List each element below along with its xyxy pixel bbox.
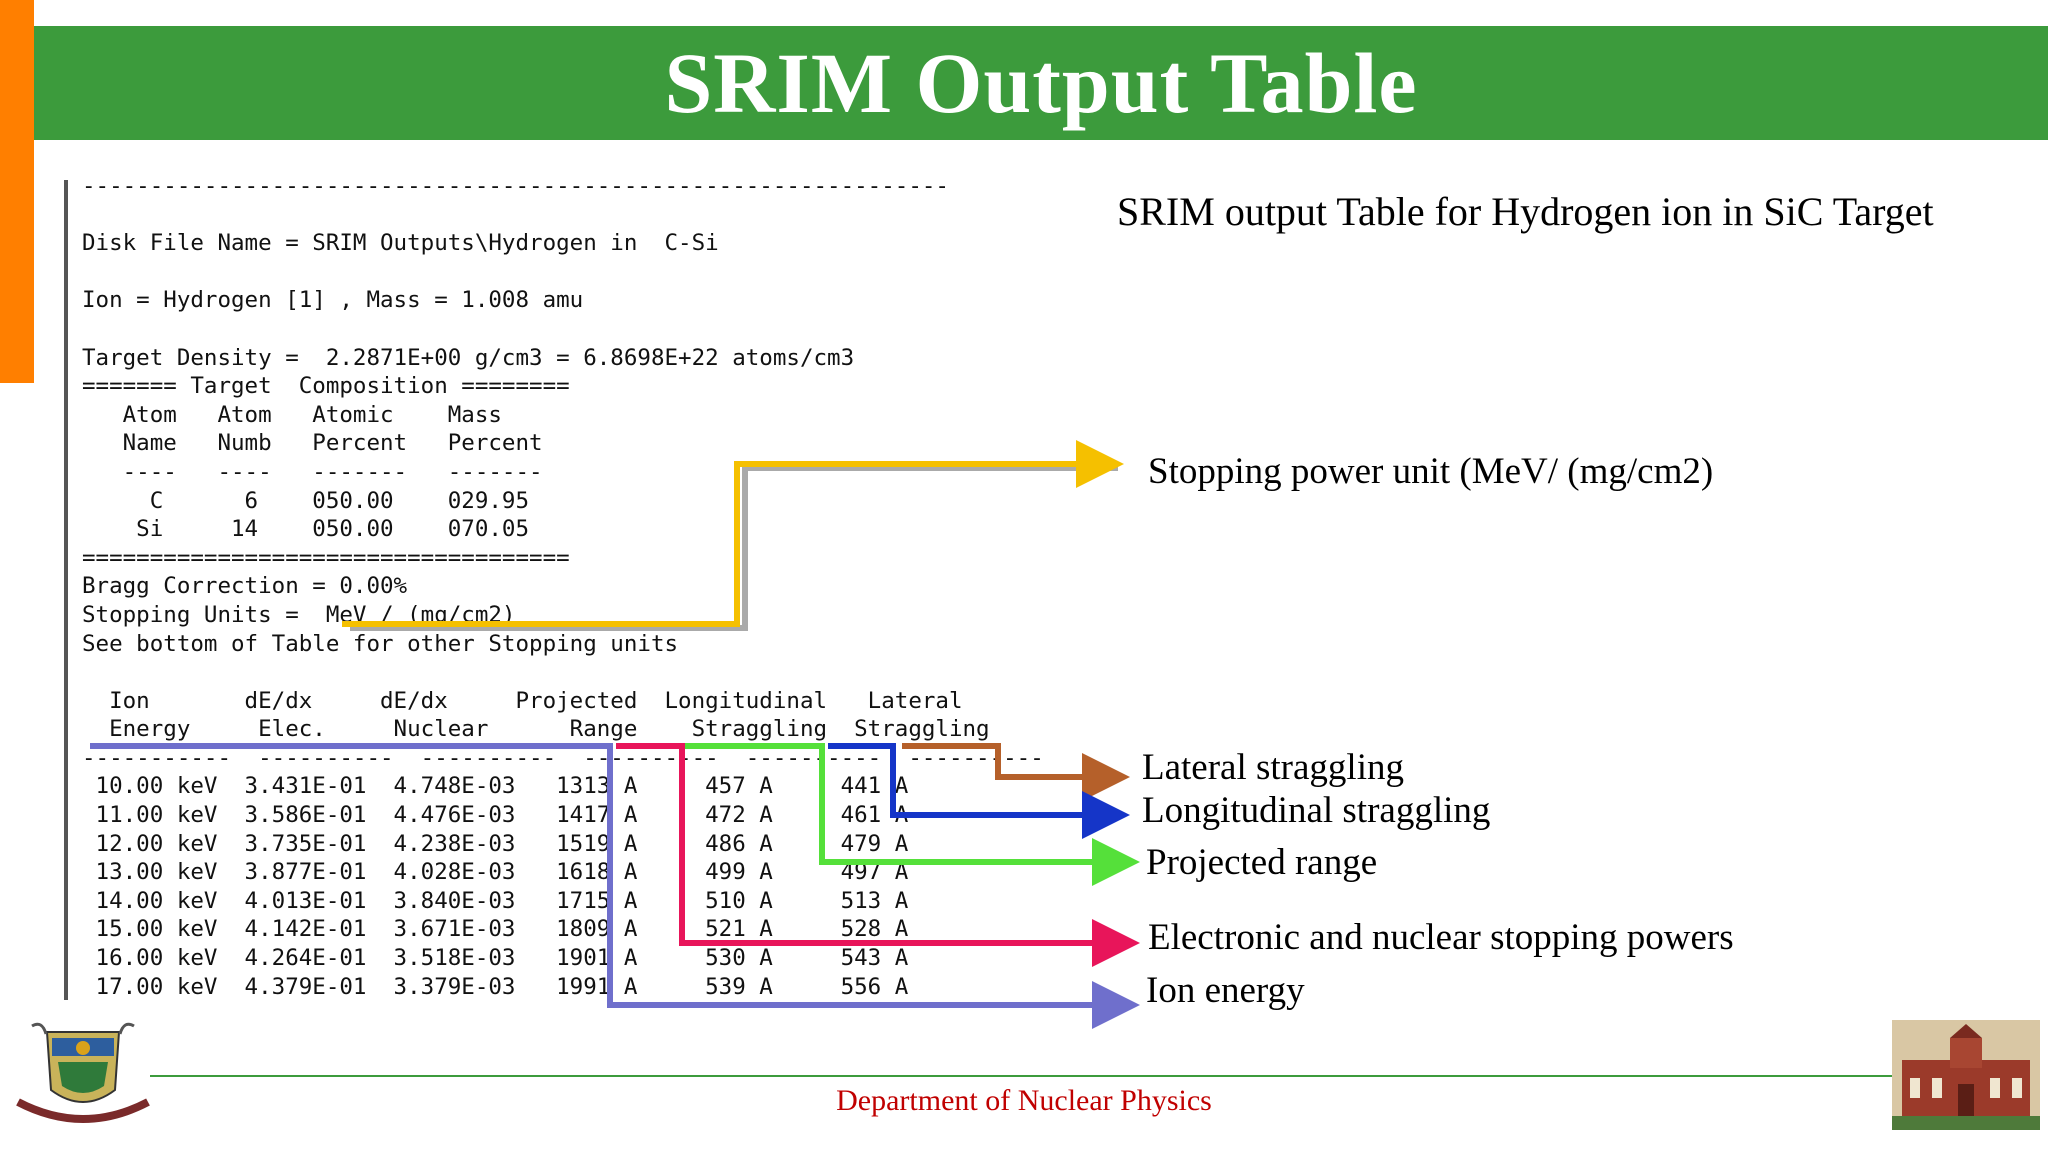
density-line: Target Density = 2.2871E+00 g/cm3 = 6.86…: [82, 344, 855, 371]
arrow-projected-range: [682, 743, 1140, 886]
table-row: 14.00 keV 4.013E-01 3.840E-03 1715 A 510…: [82, 887, 909, 914]
arrow-longitudinal-straggling: [828, 743, 1130, 839]
title-band: SRIM Output Table: [34, 26, 2048, 140]
arrow-ion-energy: [90, 743, 1140, 1029]
label-stopping-power-unit: Stopping power unit (MeV/ (mg/cm2): [1148, 451, 1714, 492]
srim-output-text: ----------------------------------------…: [82, 172, 1044, 1001]
separator-line: ----------------------------------------…: [82, 173, 949, 199]
arrow-lateral-straggling: [902, 743, 1130, 801]
see-bottom-line: See bottom of Table for other Stopping u…: [82, 630, 679, 657]
label-lateral-straggling: Lateral straggling: [1142, 747, 1404, 788]
label-ion-energy: Ion energy: [1146, 970, 1305, 1011]
table-row: 17.00 keV 4.379E-01 3.379E-03 1991 A 539…: [82, 973, 909, 1000]
table-row: 15.00 keV 4.142E-01 3.671E-03 1809 A 521…: [82, 916, 909, 943]
composition-end: ====================================: [82, 544, 570, 571]
table-row: 10.00 keV 3.431E-01 4.748E-03 1313 A 457…: [82, 773, 909, 800]
composition-header: ======= Target Composition ========: [82, 373, 570, 400]
accent-side-bar: [0, 0, 34, 383]
table-header-1: Ion dE/dx dE/dx Projected Longitudinal L…: [82, 687, 963, 714]
footer-divider: [150, 1075, 1895, 1077]
table-row: 13.00 keV 3.877E-01 4.028E-03 1618 A 499…: [82, 859, 909, 886]
table-dashes: ----------- ---------- ---------- ------…: [82, 744, 1044, 771]
label-longitudinal-straggling: Longitudinal straggling: [1142, 790, 1491, 831]
table-row: 11.00 keV 3.586E-01 4.476E-03 1417 A 472…: [82, 802, 909, 829]
label-stopping-powers: Electronic and nuclear stopping powers: [1148, 917, 1734, 958]
composition-dashes: ---- ---- ------- -------: [82, 458, 543, 485]
arrow-stopping-power-unit: [342, 440, 1124, 627]
composition-row: Si 14 050.00 070.05: [82, 516, 530, 543]
disk-file-line: Disk File Name = SRIM Outputs\Hydrogen i…: [82, 230, 719, 257]
composition-row: C 6 050.00 029.95: [82, 487, 530, 514]
composition-column-header-2: Name Numb Percent Percent: [82, 430, 543, 457]
bragg-line: Bragg Correction = 0.00%: [82, 573, 408, 600]
footer-department: Department of Nuclear Physics: [836, 1084, 1212, 1117]
heritage-building-badge-icon: [1892, 1020, 2040, 1130]
table-row: 16.00 keV 4.264E-01 3.518E-03 1901 A 530…: [82, 945, 909, 972]
ion-line: Ion = Hydrogen [1] , Mass = 1.008 amu: [82, 287, 584, 314]
table-header-2: Energy Elec. Nuclear Range Straggling St…: [82, 716, 990, 743]
label-projected-range: Projected range: [1146, 842, 1378, 883]
arrow-shadow: [350, 465, 1118, 631]
composition-column-header-1: Atom Atom Atomic Mass: [82, 401, 502, 428]
slide-subtitle: SRIM output Table for Hydrogen ion in Si…: [1117, 189, 1934, 234]
arrow-stopping-powers: [616, 743, 1140, 967]
university-emblem-icon: [16, 1022, 150, 1123]
slide-title: SRIM Output Table: [664, 35, 1418, 131]
table-row: 12.00 keV 3.735E-01 4.238E-03 1519 A 486…: [82, 830, 909, 857]
